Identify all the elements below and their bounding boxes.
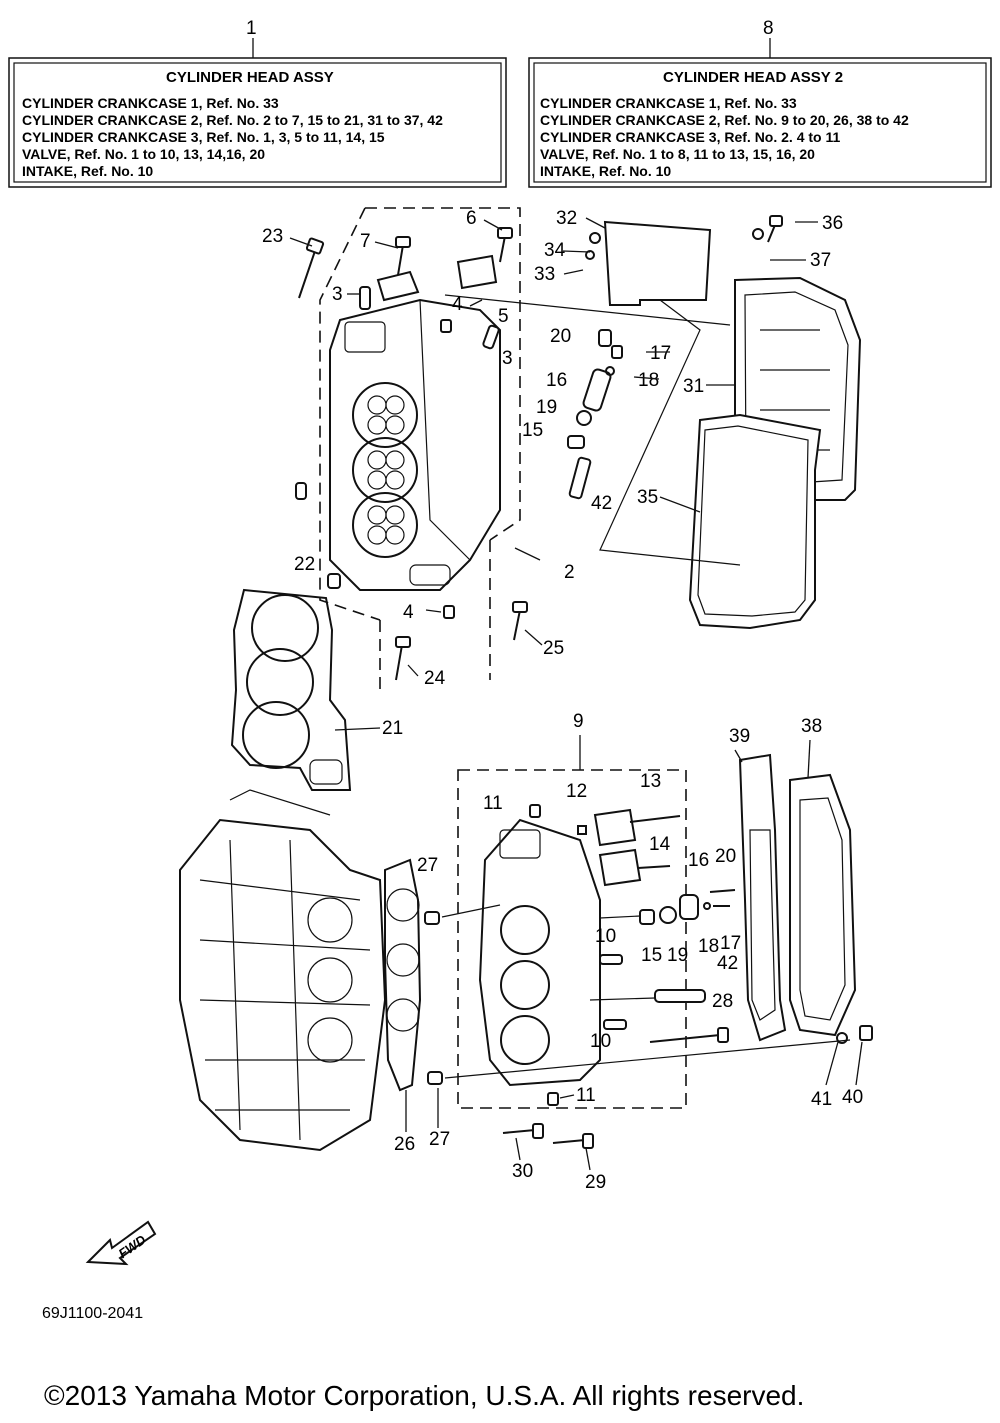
- callout-label: 9: [573, 711, 584, 732]
- callout-label: 37: [810, 250, 831, 271]
- box-left-line: CYLINDER CRANKCASE 3, Ref. No. 1, 3, 5 t…: [22, 129, 385, 145]
- callout-label: 10: [590, 1031, 611, 1052]
- callout-label: 41: [811, 1089, 832, 1110]
- callout-label: 4: [403, 602, 414, 623]
- box-left-line: INTAKE, Ref. No. 10: [22, 163, 153, 179]
- callout-label: 20: [550, 326, 571, 347]
- callout-label: 34: [544, 240, 566, 261]
- leader-lines: [289, 217, 863, 1171]
- callout-label: 36: [822, 213, 843, 234]
- assembly-box-left: 1 CYLINDER HEAD ASSY CYLINDER CRANKCASE …: [8, 18, 507, 188]
- callout-label: 40: [842, 1087, 863, 1108]
- callout-label: 18: [698, 936, 719, 957]
- fwd-arrow-icon: FWD: [85, 1220, 157, 1266]
- callout-label: 13: [640, 771, 661, 792]
- callout-label: 22: [294, 554, 315, 575]
- box-right-line: CYLINDER CRANKCASE 2, Ref. No. 9 to 20, …: [540, 112, 909, 128]
- callout-label: 18: [638, 370, 659, 391]
- assembly-box-right: 8 CYLINDER HEAD ASSY 2 CYLINDER CRANKCAS…: [528, 18, 992, 188]
- box-right-title: CYLINDER HEAD ASSY 2: [663, 69, 843, 86]
- upper-head-group: [230, 207, 862, 791]
- box-right-line: VALVE, Ref. No. 1 to 8, 11 to 13, 15, 16…: [540, 146, 815, 162]
- callout-label: 35: [637, 487, 658, 508]
- callout-label: 28: [712, 991, 733, 1012]
- crankcase-block: [179, 789, 387, 1152]
- callout-label: 27: [429, 1129, 450, 1150]
- callout-label: 11: [576, 1085, 596, 1106]
- callout-label: 14: [649, 834, 671, 855]
- box-left-title: CYLINDER HEAD ASSY: [166, 69, 334, 86]
- callout-label: 39: [729, 726, 750, 747]
- callout-label: 4: [452, 294, 463, 315]
- callout-label: 29: [585, 1172, 606, 1193]
- callout-label: 16: [546, 370, 567, 391]
- callout-label: 7: [360, 231, 371, 252]
- callout-label: 24: [424, 668, 446, 689]
- callout-label: 3: [332, 284, 343, 305]
- callout-label: 17: [650, 343, 671, 364]
- box-left-ref: 1: [246, 18, 257, 39]
- copyright-notice: ©2013 Yamaha Motor Corporation, U.S.A. A…: [44, 1380, 804, 1411]
- callout-label: 21: [382, 718, 403, 739]
- box-right-line: CYLINDER CRANKCASE 1, Ref. No. 33: [540, 95, 797, 111]
- box-left-line: CYLINDER CRANKCASE 1, Ref. No. 33: [22, 95, 279, 111]
- callout-label: 5: [498, 306, 509, 327]
- box-right-ref: 8: [763, 18, 774, 39]
- callout-label: 11: [483, 793, 503, 814]
- callout-label: 31: [683, 376, 704, 397]
- callout-labels: 23 7 6 3 4 5 3 32 34 33 36 37 20 17 16 1…: [262, 208, 863, 1193]
- callout-label: 10: [595, 926, 616, 947]
- callout-label: 26: [394, 1134, 415, 1155]
- callout-label: 19: [536, 397, 557, 418]
- callout-label: 42: [717, 953, 738, 974]
- callout-label: 16: [688, 850, 709, 871]
- callout-label: 15: [641, 945, 662, 966]
- box-left-line: VALVE, Ref. No. 1 to 10, 13, 14,16, 20: [22, 146, 265, 162]
- callout-label: 32: [556, 208, 577, 229]
- callout-label: 33: [534, 264, 555, 285]
- callout-label: 15: [522, 420, 543, 441]
- callout-label: 12: [566, 781, 587, 802]
- callout-label: 6: [466, 208, 477, 229]
- box-left-line: CYLINDER CRANKCASE 2, Ref. No. 2 to 7, 1…: [22, 112, 443, 128]
- box-right-line: INTAKE, Ref. No. 10: [540, 163, 671, 179]
- callout-label: 3: [502, 348, 513, 369]
- callout-label: 42: [591, 493, 612, 514]
- callout-label: 38: [801, 716, 822, 737]
- box-right-line: CYLINDER CRANKCASE 3, Ref. No. 2. 4 to 1…: [540, 129, 840, 145]
- callout-label: 19: [667, 945, 688, 966]
- callout-label: 27: [417, 855, 438, 876]
- callout-label: 23: [262, 226, 283, 247]
- lower-head-group: [384, 753, 873, 1149]
- callout-label: 2: [564, 562, 575, 583]
- callout-label: 25: [543, 638, 564, 659]
- diagram-code: 69J1100-2041: [42, 1305, 143, 1322]
- callout-label: 20: [715, 846, 736, 867]
- callout-label: 30: [512, 1161, 533, 1182]
- callout-label: 17: [720, 933, 741, 954]
